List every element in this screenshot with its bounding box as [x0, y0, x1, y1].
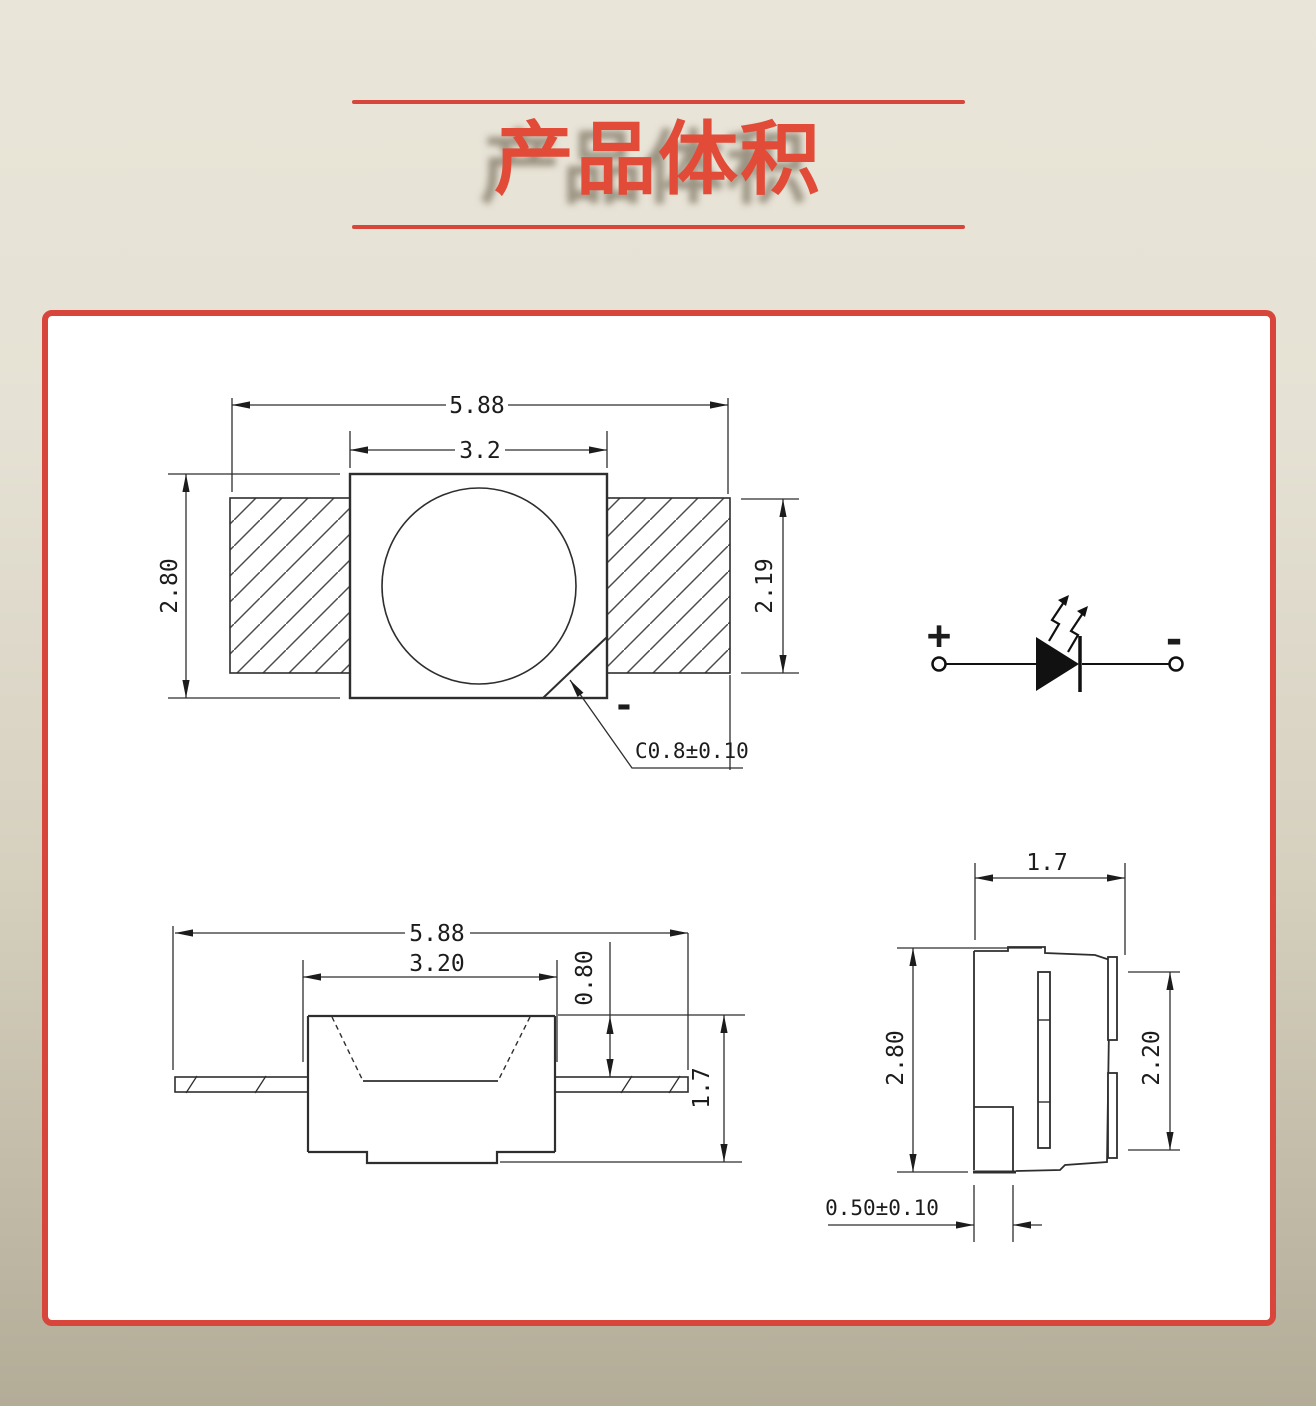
- front-view-overall-width-label: 5.88: [409, 921, 464, 947]
- top-view-lens-circle: [381, 487, 577, 685]
- cathode-minus-label: -: [1162, 617, 1186, 663]
- anode-plus-label: +: [927, 613, 951, 659]
- side-view-drawing: 1.7 2.80 2.20 0.50±0.10: [825, 850, 1180, 1242]
- front-view-standoff-label: 0.80: [572, 950, 598, 1005]
- chamfer-leader-arrow: [569, 679, 743, 769]
- top-view-body: [348, 472, 609, 700]
- front-view-dimensions: [172, 926, 745, 1163]
- side-view-height-label: 2.80: [883, 1030, 909, 1085]
- top-view-dimensions: [168, 398, 799, 770]
- front-view-reflector-cup: [331, 1016, 531, 1082]
- side-view-foot-width-label: 0.50±0.10: [825, 1196, 939, 1220]
- front-view-lead-ticks: [185, 1075, 681, 1094]
- front-view-drawing: 5.88 3.20 0.80 1.7: [172, 921, 745, 1165]
- top-view-right-pad: [606, 497, 731, 674]
- side-view-inner-height-label: 2.20: [1139, 1030, 1165, 1085]
- side-view-foot: [973, 1106, 1016, 1174]
- front-view-height-label: 1.7: [689, 1067, 715, 1109]
- side-view-depth-label: 1.7: [1026, 850, 1068, 876]
- top-view-drawing: 5.88 3.2 2.80 2.19 C0.8±0.10 -: [157, 393, 799, 770]
- technical-drawing-canvas: 5.88 3.2 2.80 2.19 C0.8±0.10 -: [157, 393, 1186, 1242]
- anode-terminal-icon: [931, 656, 947, 672]
- light-emission-arrows-icon: [1048, 595, 1088, 653]
- top-view-overall-width-label: 5.88: [449, 393, 504, 419]
- page-title: 产品体积: [494, 113, 822, 206]
- top-view-cathode-mark: -: [613, 685, 635, 726]
- top-view-body-width-label: 3.2: [459, 438, 501, 464]
- front-view-body-width-label: 3.20: [409, 951, 464, 977]
- top-view-chamfer-label: C0.8±0.10: [635, 739, 749, 763]
- top-view-left-pad: [229, 497, 351, 674]
- top-view-chamfer-edge: [542, 636, 608, 699]
- side-view-dimensions: [828, 863, 1180, 1242]
- top-view-body-height-label: 2.80: [157, 558, 183, 613]
- front-view-body: [306, 1014, 557, 1165]
- dimension-drawing-panel: 5.88 3.2 2.80 2.19 C0.8±0.10 -: [42, 310, 1276, 1326]
- title-top-rule: [352, 100, 965, 104]
- led-circuit-symbol: + -: [927, 595, 1186, 692]
- front-view-right-lead: [554, 1076, 689, 1093]
- side-view-lead-slot: [1037, 971, 1051, 1149]
- top-view-pad-height-label: 2.19: [752, 558, 778, 613]
- diode-triangle-icon: [1036, 637, 1079, 691]
- title-bottom-rule: [352, 225, 965, 229]
- side-view-right-lead: [1107, 956, 1118, 1159]
